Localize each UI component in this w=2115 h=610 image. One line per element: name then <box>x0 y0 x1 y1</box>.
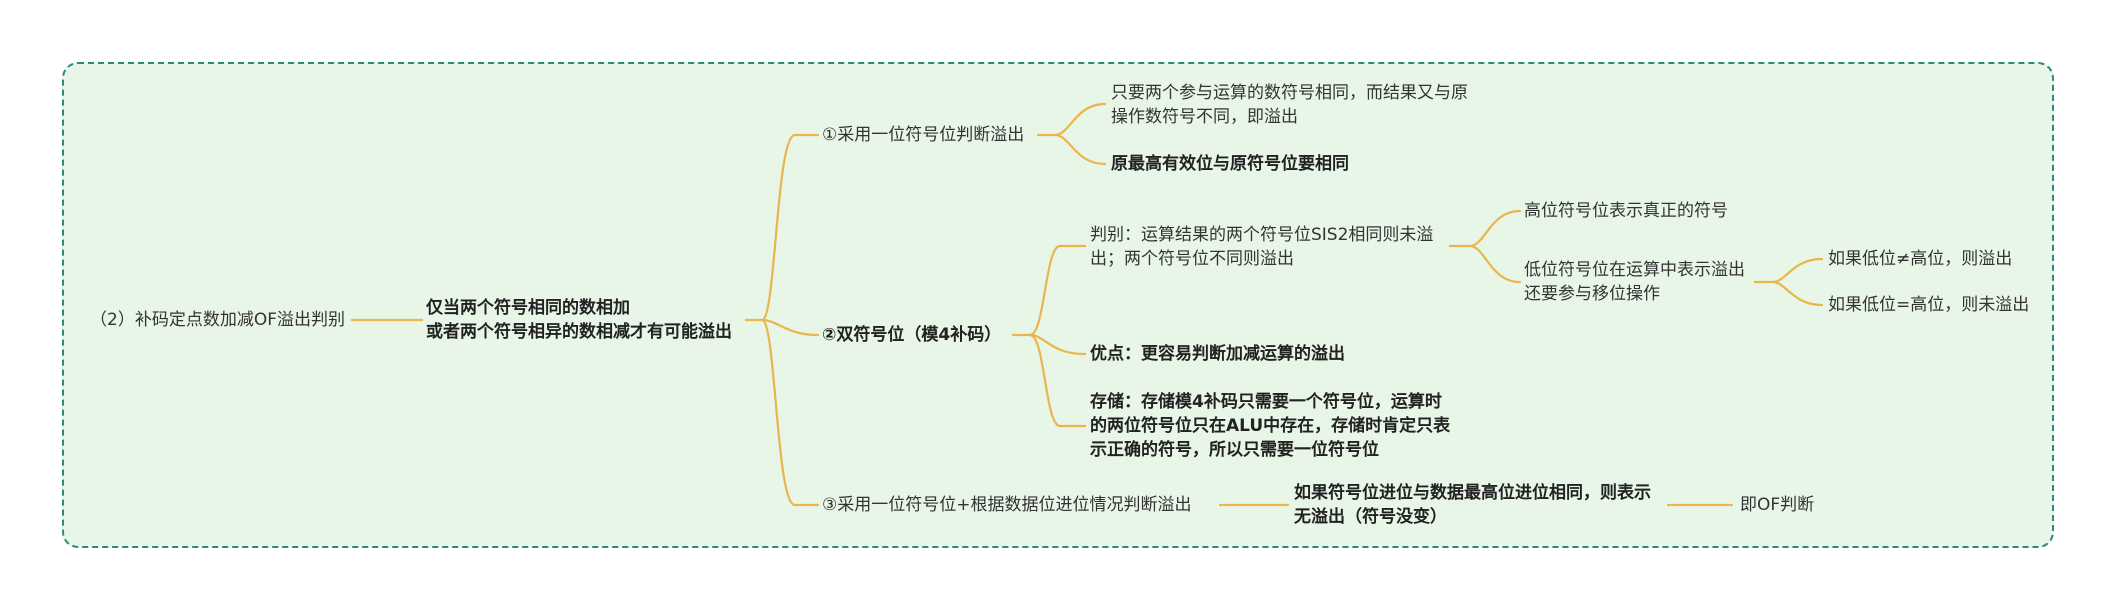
storage-line-1: 存储：存储模4补码只需要一个符号位，运算时 <box>1090 392 1442 412</box>
judge-node: 判别：运算结果的两个符号位SIS2相同则未溢 出；两个符号位不同则溢出 <box>1090 223 1433 271</box>
connector-judge-low <box>1468 244 1522 284</box>
branch3-condition: 如果符号位进位与数据最高位进位相同，则表示 无溢出（符号没变） <box>1294 481 1651 529</box>
branch3-topic: ③采用一位符号位+根据数据位进位情况判断溢出 <box>822 495 1192 515</box>
storage-line-3: 示正确的符号，所以只需要一位符号位 <box>1090 440 1379 460</box>
connector-judge-high <box>1448 209 1522 248</box>
judge-low-node: 低位符号位在运算中表示溢出 还要参与移位操作 <box>1524 258 1745 306</box>
branch1-child1-line-1: 只要两个参与运算的数符号相同，而结果又与原 <box>1111 83 1468 103</box>
judge-line-1: 判别：运算结果的两个符号位SIS2相同则未溢 <box>1090 225 1434 245</box>
connector-low-ne <box>1753 257 1824 284</box>
mindmap-frame <box>62 62 2054 548</box>
branch2-topic: ②双符号位（模4补码） <box>822 325 1002 345</box>
judge-line-2: 出；两个符号位不同则溢出 <box>1090 249 1294 269</box>
summary-line-1: 仅当两个符号相同的数相加 <box>426 298 630 318</box>
if-equal-node: 如果低位=高位，则未溢出 <box>1828 295 2030 315</box>
connector-branch2-judge <box>1011 244 1087 337</box>
branch1-child2: 原最高有效位与原符号位要相同 <box>1111 154 1349 174</box>
storage-line-2: 的两位符号位只在ALU中存在，存储时肯定只表 <box>1090 416 1451 436</box>
branch3-condition-line-2: 无溢出（符号没变） <box>1294 507 1447 527</box>
connector-low-eq <box>1770 280 1824 307</box>
advantage-node: 优点：更容易判断加减运算的溢出 <box>1090 344 1345 364</box>
storage-node: 存储：存储模4补码只需要一个符号位，运算时 的两位符号位只在ALU中存在，存储时… <box>1090 390 1450 462</box>
summary-topic: 仅当两个符号相同的数相加 或者两个符号相异的数相减才有可能溢出 <box>426 296 732 344</box>
summary-line-2: 或者两个符号相异的数相减才有可能溢出 <box>426 322 732 342</box>
branch3-condition-line-1: 如果符号位进位与数据最高位进位相同，则表示 <box>1294 483 1651 503</box>
connector-branch2-advantage <box>1028 333 1087 356</box>
connector-branch1-child2 <box>1053 133 1107 166</box>
branch1-child1-line-2: 操作数符号不同，即溢出 <box>1111 107 1298 127</box>
connector-branch2-storage <box>1028 333 1087 428</box>
connector-summary-branch2 <box>760 318 820 337</box>
branch3-result: 即OF判断 <box>1740 495 1815 515</box>
connector-summary-branch1 <box>744 133 820 322</box>
branch1-topic: ①采用一位符号位判断溢出 <box>822 125 1025 145</box>
connector-summary-branch3 <box>760 318 820 507</box>
judge-low-line-1: 低位符号位在运算中表示溢出 <box>1524 260 1745 280</box>
connector-branch1-child1 <box>1036 102 1107 137</box>
branch1-child1: 只要两个参与运算的数符号相同，而结果又与原 操作数符号不同，即溢出 <box>1111 81 1468 129</box>
judge-low-line-2: 还要参与移位操作 <box>1524 284 1660 304</box>
if-not-equal-node: 如果低位≠高位，则溢出 <box>1828 249 2013 269</box>
judge-high-node: 高位符号位表示真正的符号 <box>1524 201 1728 221</box>
root-topic: （2）补码定点数加减OF溢出判别 <box>90 310 345 330</box>
